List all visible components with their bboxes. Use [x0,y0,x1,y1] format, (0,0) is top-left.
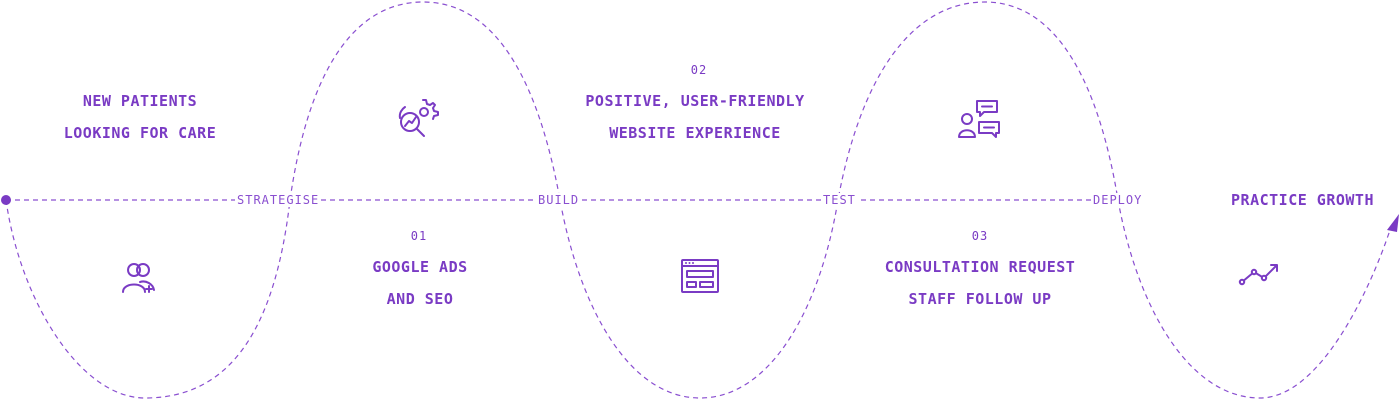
step-03-number: 03 [971,229,989,243]
practice-growth-label: PRACTICE GROWTH [1210,184,1395,216]
new-patients-line-1: NEW PATIENTS [82,92,198,110]
patients-add-icon [122,263,155,293]
step-03-line-2: STAFF FOLLOW UP [908,290,1052,308]
arrow-head-icon [1387,214,1399,232]
stage-label-build: BUILD [536,193,582,207]
practice-growth-text: PRACTICE GROWTH [1231,191,1374,209]
step-02-line-2: WEBSITE EXPERIENCE [609,124,781,142]
stage-label-strategise: STRATEGISE [235,193,322,207]
trend-up-icon [1238,264,1278,286]
step-03-label: CONSULTATION REQUEST STAFF FOLLOW UP [850,251,1110,315]
step-02-number: 02 [690,63,708,77]
step-01-number: 01 [410,229,428,243]
start-dot [1,195,11,205]
stage-label-deploy: DEPLOY [1091,193,1145,207]
browser-window-icon [681,259,719,293]
wave-path [5,1,1391,399]
step-02-line-1: POSITIVE, USER-FRIENDLY [585,92,805,110]
new-patients-line-2: LOOKING FOR CARE [63,124,217,142]
step-01-line-1: GOOGLE ADS [372,258,468,276]
step-01-label: GOOGLE ADS AND SEO [320,251,520,315]
step-02-label: POSITIVE, USER-FRIENDLY WEBSITE EXPERIEN… [545,85,845,149]
chat-users-icon [958,100,1000,138]
step-03-line-1: CONSULTATION REQUEST [884,258,1076,276]
gear-analytics-icon [398,99,439,137]
step-01-line-2: AND SEO [386,290,454,308]
stage-label-test: TEST [821,193,858,207]
new-patients-label: NEW PATIENTS LOOKING FOR CARE [40,85,240,149]
